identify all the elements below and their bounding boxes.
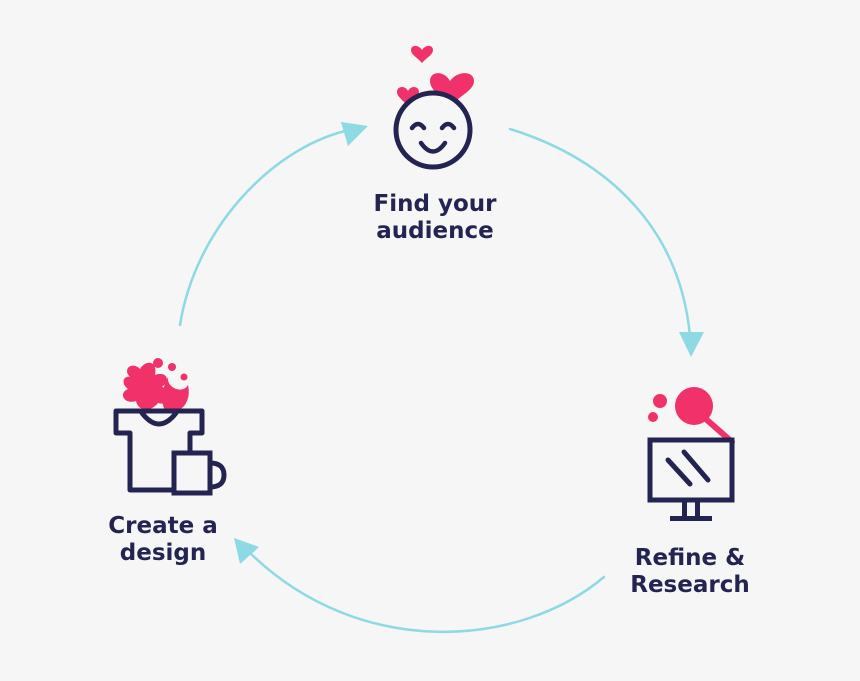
step-label-line: Find your: [373, 191, 497, 217]
step-label-line: Research: [630, 572, 750, 598]
step-label-line: audience: [376, 218, 494, 244]
step-label-refine-research: Refine & Research: [590, 545, 790, 599]
smiley-face-hearts-icon: [393, 45, 474, 170]
arrow-find-to-refine: [508, 127, 692, 338]
shirt-mug-icon: [113, 358, 227, 496]
monitor-magnifier-icon: [647, 387, 735, 521]
arrowhead-refine: [679, 332, 704, 357]
arrowhead-find: [341, 122, 368, 146]
arrowhead-create: [234, 538, 259, 564]
step-label-line: design: [119, 540, 207, 566]
step-label-line: Refine &: [634, 545, 746, 571]
arrow-refine-to-create: [248, 551, 606, 634]
step-label-create-design: Create a design: [63, 513, 263, 567]
step-label-line: Create a: [108, 513, 218, 539]
step-label-find-audience: Find your audience: [335, 191, 535, 245]
arrow-create-to-find: [178, 129, 347, 327]
